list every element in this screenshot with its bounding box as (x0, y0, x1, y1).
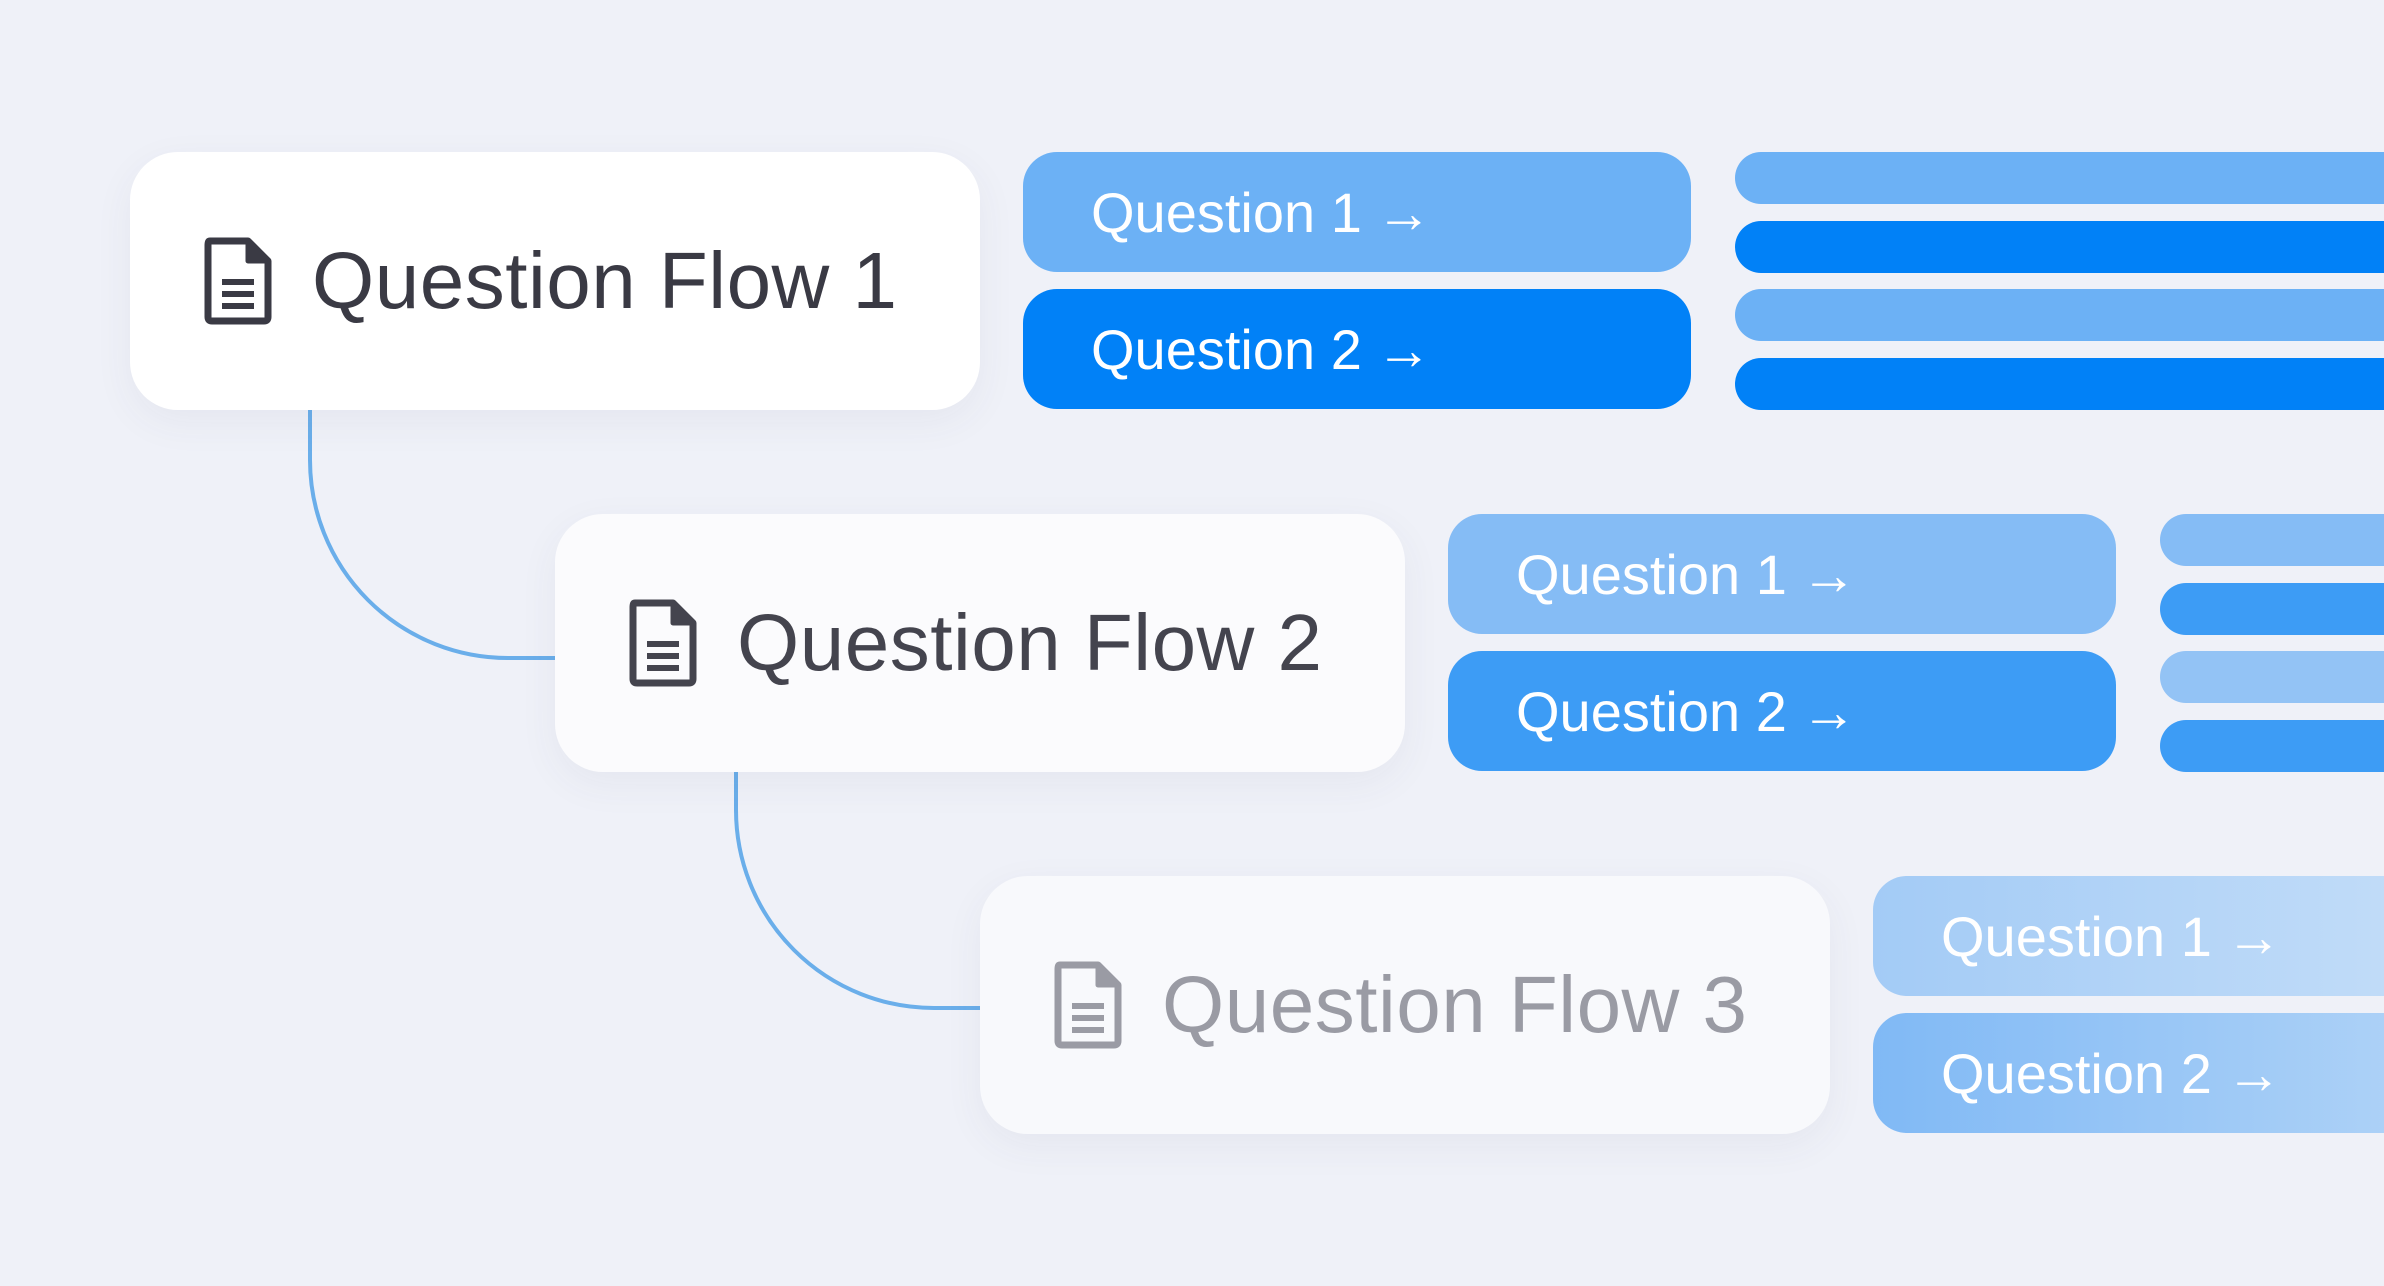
connector-flow1-to-flow2 (308, 410, 555, 660)
question-label: Question 1 (1941, 904, 2212, 968)
arrow-right-icon: → (1375, 317, 1432, 381)
arrow-right-icon: → (1375, 180, 1432, 244)
answer-bar (1735, 152, 2384, 204)
answer-bar (2160, 514, 2384, 566)
flow-card-2[interactable]: Question Flow 2 (555, 514, 1405, 772)
flow-title: Question Flow 1 (312, 236, 898, 325)
flow3-question-2-button[interactable]: Question 2 → (1873, 1013, 2384, 1133)
answer-bar (1735, 221, 2384, 273)
flow2-question-2-button[interactable]: Question 2 → (1448, 651, 2116, 771)
connector-flow2-to-flow3 (734, 772, 980, 1010)
answer-bar (2160, 720, 2384, 772)
document-icon (629, 599, 697, 687)
flow3-question-1-button[interactable]: Question 1 → (1873, 876, 2384, 996)
arrow-right-icon: → (2225, 1041, 2282, 1105)
flow-card-3[interactable]: Question Flow 3 (980, 876, 1830, 1134)
arrow-right-icon: → (1800, 542, 1857, 606)
flow-title: Question Flow 2 (737, 598, 1323, 687)
arrow-right-icon: → (1800, 679, 1857, 743)
flow-title: Question Flow 3 (1162, 960, 1748, 1049)
flow2-question-1-button[interactable]: Question 1 → (1448, 514, 2116, 634)
answer-bar (1735, 289, 2384, 341)
flow-card-1[interactable]: Question Flow 1 (130, 152, 980, 410)
answer-bar (1735, 358, 2384, 410)
answer-bar (2160, 651, 2384, 703)
document-icon (1054, 961, 1122, 1049)
question-label: Question 1 (1516, 542, 1787, 606)
question-label: Question 1 (1091, 180, 1362, 244)
question-label: Question 2 (1091, 317, 1362, 381)
answer-bar (2160, 583, 2384, 635)
flow1-question-2-button[interactable]: Question 2 → (1023, 289, 1691, 409)
flow1-question-1-button[interactable]: Question 1 → (1023, 152, 1691, 272)
question-label: Question 2 (1941, 1041, 2212, 1105)
question-label: Question 2 (1516, 679, 1787, 743)
arrow-right-icon: → (2225, 904, 2282, 968)
document-icon (204, 237, 272, 325)
